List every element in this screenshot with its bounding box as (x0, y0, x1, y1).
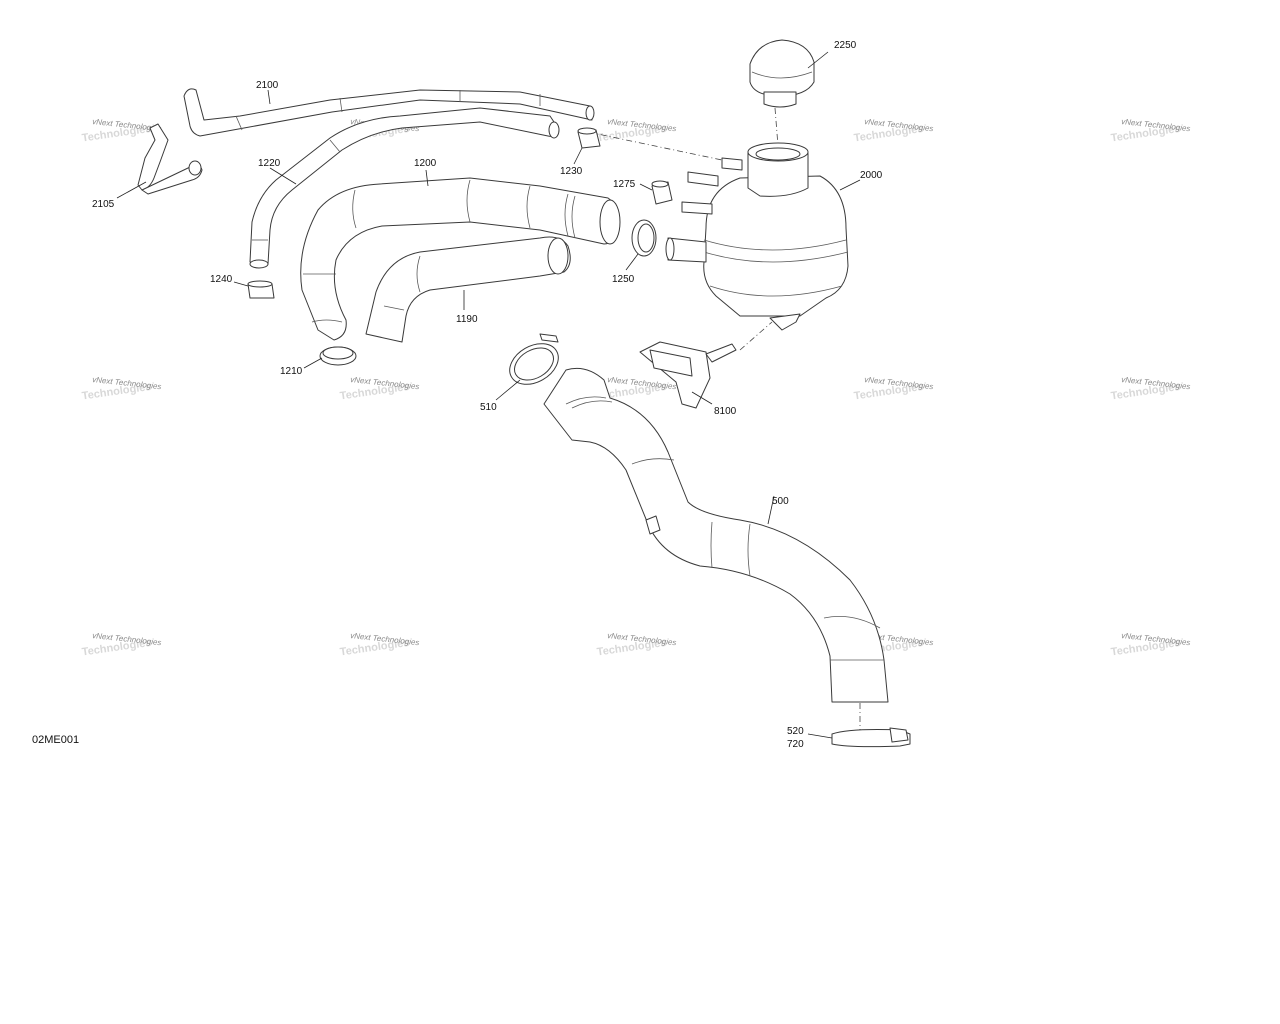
callout-labels: 2250 2100 2105 1220 1200 1230 1275 2000 … (92, 40, 883, 750)
clamp-520[interactable] (831, 727, 911, 748)
watermark: Technologies vNext Technologies (596, 631, 677, 658)
callout-1200[interactable]: 1200 (414, 158, 437, 169)
callout-1230[interactable]: 1230 (560, 166, 583, 177)
callout-2250[interactable]: 2250 (834, 40, 857, 51)
callout-500[interactable]: 500 (772, 496, 789, 507)
diagram-code: 02ME001 (32, 734, 79, 746)
clamp-510[interactable] (502, 333, 565, 393)
watermark: Technologies vNext Technologies (81, 631, 162, 658)
callout-1210[interactable]: 1210 (280, 366, 303, 377)
watermark: Technologies vNext Technologies (1110, 117, 1191, 144)
callout-1190[interactable]: 1190 (456, 314, 478, 325)
hose-1220[interactable] (249, 107, 560, 269)
callout-2000[interactable]: 2000 (860, 170, 883, 181)
hose-1190[interactable] (365, 236, 571, 343)
clamp-1250[interactable] (631, 219, 657, 257)
callout-2100[interactable]: 2100 (256, 80, 279, 91)
callout-520[interactable]: 520 (787, 726, 804, 737)
callout-8100[interactable]: 8100 (714, 406, 737, 417)
cap-2250[interactable] (749, 39, 815, 108)
reservoir-2000[interactable] (665, 142, 849, 331)
callout-510[interactable]: 510 (480, 402, 497, 413)
watermark: Technologies vNext Technologies (1110, 631, 1191, 658)
watermark: Technologies vNext Technologies (339, 375, 420, 402)
watermark: Technologies vNext Technologies (339, 631, 420, 658)
callout-720[interactable]: 720 (787, 739, 804, 750)
clamp-1275[interactable] (651, 180, 673, 205)
sensor-8100[interactable] (639, 341, 737, 409)
watermark-layer: Technologies vNext Technologies Technolo… (81, 117, 1191, 658)
leader-lines (116, 51, 861, 739)
hose-2100[interactable] (183, 88, 595, 137)
watermark: Technologies vNext Technologies (596, 117, 677, 144)
hose-2105[interactable] (137, 123, 203, 195)
callout-1240[interactable]: 1240 (210, 274, 233, 285)
watermark: Technologies vNext Technologies (853, 117, 934, 144)
watermark: Technologies vNext Technologies (853, 375, 934, 402)
callout-1275[interactable]: 1275 (613, 179, 636, 190)
callout-2105[interactable]: 2105 (92, 199, 115, 210)
assembly-lines (587, 107, 861, 730)
callout-1250[interactable]: 1250 (612, 274, 635, 285)
clamp-1230[interactable] (577, 127, 601, 149)
watermark: Technologies vNext Technologies (1110, 375, 1191, 402)
hose-1200[interactable] (300, 177, 621, 341)
clamp-1240[interactable] (247, 280, 275, 299)
watermark: Technologies vNext Technologies (81, 117, 162, 144)
clamp-1210[interactable] (319, 346, 357, 366)
watermark: Technologies vNext Technologies (81, 375, 162, 402)
callout-1220[interactable]: 1220 (258, 158, 281, 169)
hose-500[interactable] (543, 367, 889, 703)
